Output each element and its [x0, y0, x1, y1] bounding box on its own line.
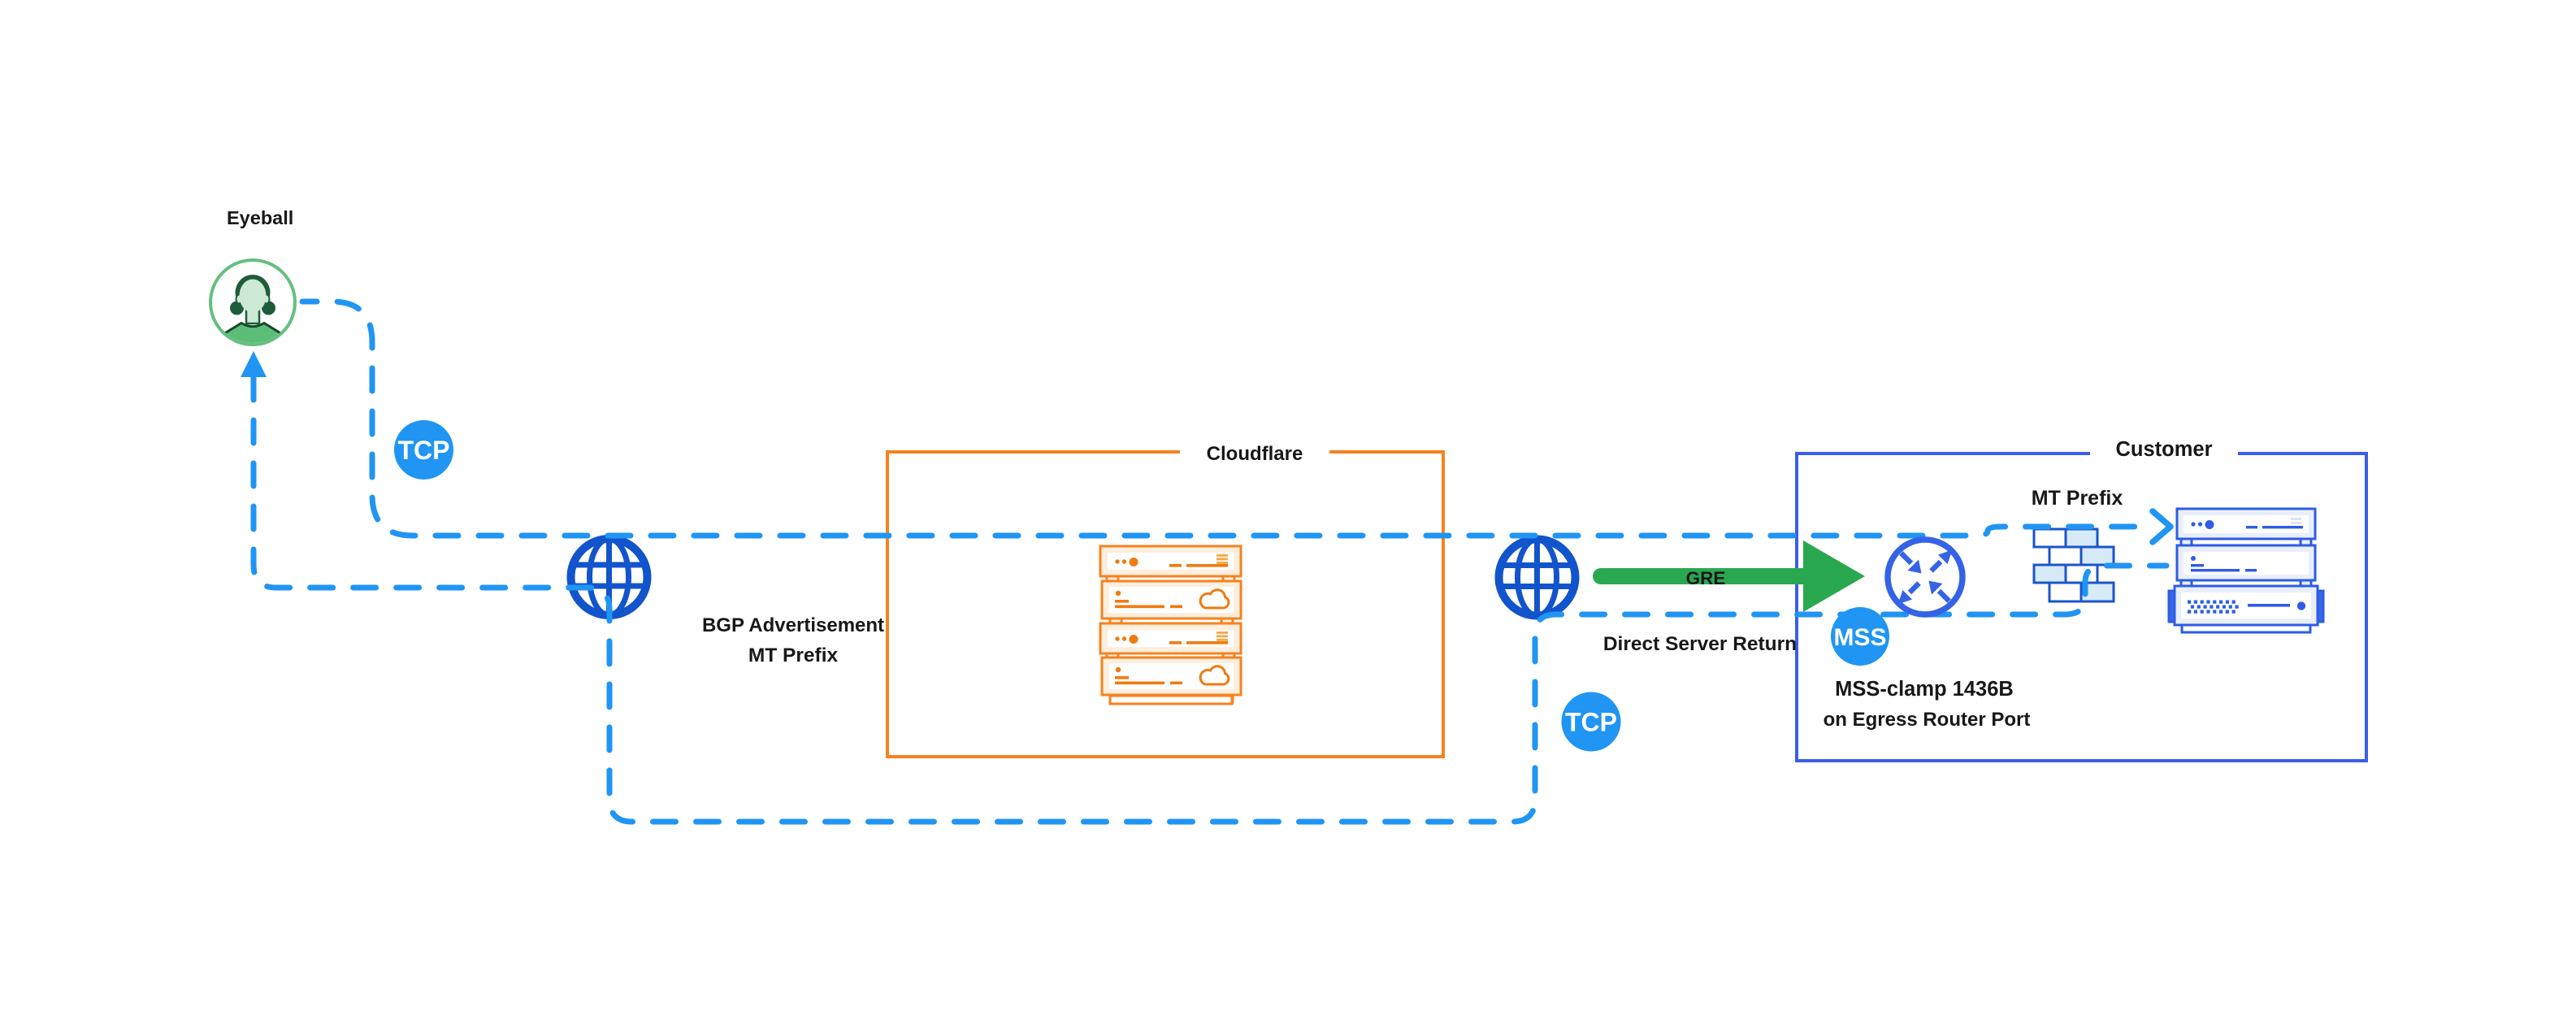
- svg-text:MSS-clamp 1436B: MSS-clamp 1436B: [1835, 678, 2014, 701]
- svg-text:TCP: TCP: [1565, 708, 1617, 737]
- svg-text:MT Prefix: MT Prefix: [748, 645, 839, 666]
- svg-text:Eyeball: Eyeball: [227, 207, 293, 228]
- svg-text:on Egress Router Port: on Egress Router Port: [1824, 709, 2031, 731]
- svg-text:BGP Advertisement: BGP Advertisement: [702, 614, 884, 636]
- svg-text:GRE: GRE: [1686, 568, 1726, 588]
- svg-text:Cloudflare: Cloudflare: [1207, 443, 1303, 465]
- svg-text:MSS: MSS: [1833, 624, 1886, 651]
- svg-text:TCP: TCP: [398, 436, 450, 465]
- svg-text:MT Prefix: MT Prefix: [2032, 487, 2123, 510]
- svg-text:Direct Server Return: Direct Server Return: [1603, 633, 1797, 655]
- svg-text:Customer: Customer: [2115, 438, 2212, 461]
